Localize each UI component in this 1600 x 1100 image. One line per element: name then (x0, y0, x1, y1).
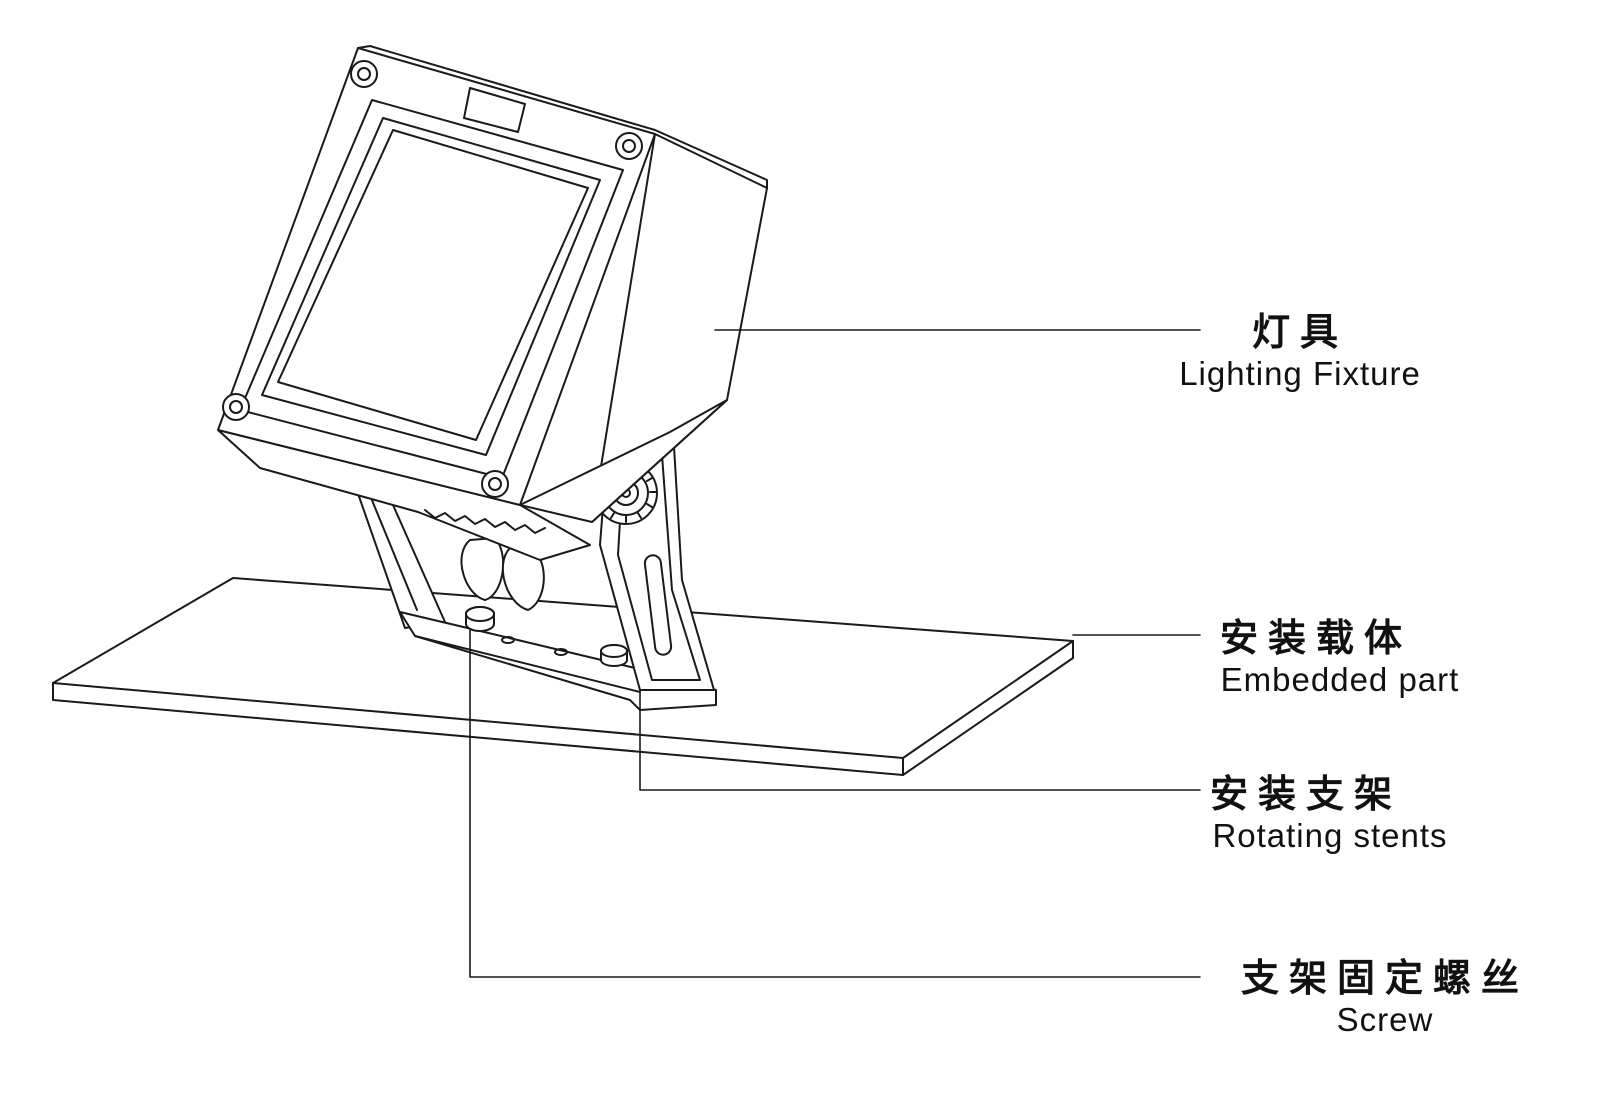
leader-line-screw (469, 629, 1201, 978)
callout-label-en: Rotating stents (1212, 817, 1448, 854)
rotating-bracket (354, 429, 717, 711)
callout-lighting-fixture: 灯具 Lighting Fixture (1150, 310, 1450, 394)
callout-screw: 支架固定螺丝 Screw (1230, 956, 1540, 1040)
callout-label-zh: 灯具 (1251, 310, 1348, 354)
leader-lines (469, 329, 1201, 978)
callout-label-zh: 安装载体 (1220, 616, 1413, 660)
callout-label-zh: 安装支架 (1210, 772, 1403, 816)
lighting-fixture (217, 45, 768, 561)
callout-embedded-part: 安装载体 Embedded part (1190, 616, 1490, 700)
callout-rotating-stents: 安装支架 Rotating stents (1180, 772, 1480, 856)
callout-label-en: Embedded part (1220, 661, 1460, 698)
callout-label-en: Lighting Fixture (1179, 355, 1421, 392)
callout-label-en: Screw (1336, 1001, 1434, 1038)
leader-line-bracket (639, 689, 1201, 791)
callout-label-zh: 支架固定螺丝 (1240, 956, 1529, 1000)
